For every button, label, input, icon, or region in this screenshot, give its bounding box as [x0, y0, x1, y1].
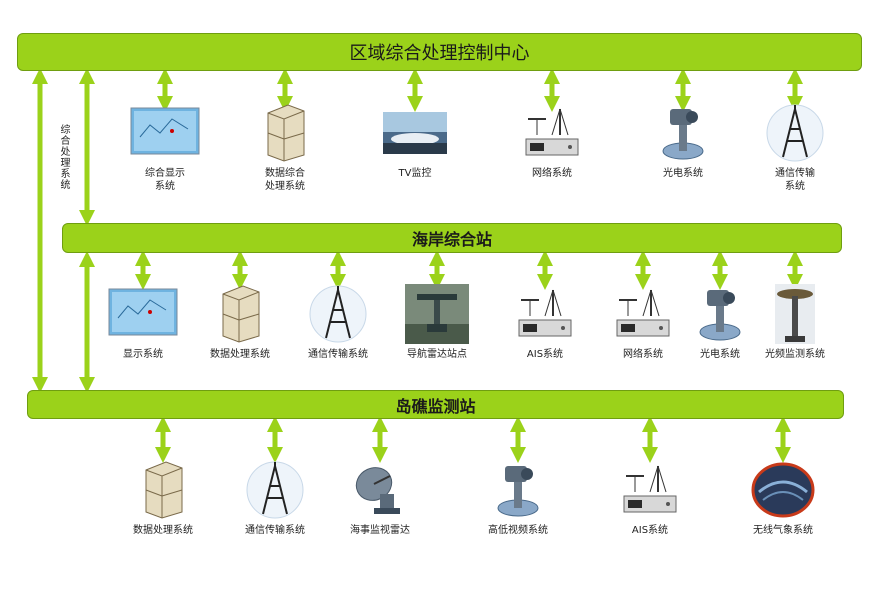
row1-node: 网络系统 — [492, 103, 612, 180]
row2-node: 显示系统 — [83, 284, 203, 361]
row2-label: 光电系统 — [700, 349, 740, 360]
row3-label: AIS系统 — [631, 525, 669, 536]
row2-node: 导航雷达站点 — [377, 284, 497, 361]
row1-node: 光电系统 — [623, 103, 743, 180]
row1-arrows — [156, 67, 804, 113]
island-station-title: 岛礁监测站 — [395, 396, 476, 416]
row1-label: 数据综合 处理系统 — [265, 168, 305, 192]
row1-label: 光电系统 — [663, 168, 703, 179]
row1-label: 综合显示 系统 — [145, 168, 185, 192]
optical-sensor-icon — [685, 284, 755, 344]
row3-node: 通信传输系统 — [215, 460, 335, 537]
row2-label: 导航雷达站点 — [407, 349, 467, 360]
row2-label: 光频监测系统 — [765, 349, 825, 360]
radio-equipment-icon — [608, 284, 678, 344]
side-label: 综合处理系统 — [58, 124, 69, 190]
row1-label: TV监控 — [398, 168, 432, 179]
row2-node: 光电系统 — [660, 284, 780, 361]
row2-node: 光频监测系统 — [735, 284, 855, 361]
tower-icon — [240, 460, 310, 520]
row3-label: 数据处理系统 — [133, 525, 193, 536]
island-station-bar: 岛礁监测站 — [27, 390, 844, 419]
row3-arrows — [154, 415, 792, 464]
row1-node: 综合显示 系统 — [105, 103, 225, 193]
row2-node: 通信传输系统 — [278, 284, 398, 361]
row3-label: 通信传输系统 — [245, 525, 305, 536]
camera-view-icon — [380, 103, 450, 163]
weather-globe-icon — [748, 460, 818, 520]
tower-icon — [303, 284, 373, 344]
row1-label: 网络系统 — [532, 168, 572, 179]
row2-label: 数据处理系统 — [210, 349, 270, 360]
row3-node: 无线气象系统 — [723, 460, 843, 537]
row2-label: 网络系统 — [623, 349, 663, 360]
radio-equipment-icon — [517, 103, 587, 163]
control-center-bar: 区域综合处理控制中心 — [17, 33, 862, 71]
row1-node: 通信传输 系统 — [735, 103, 855, 193]
row3-node: AIS系统 — [590, 460, 710, 537]
optical-sensor-icon — [483, 460, 553, 520]
row1-node: TV监控 — [355, 103, 475, 180]
map-display-icon — [108, 284, 178, 344]
row3-label: 海事监视雷达 — [350, 525, 410, 536]
control-center-title: 区域综合处理控制中心 — [349, 43, 530, 64]
optical-sensor-icon — [648, 103, 718, 163]
radio-equipment-icon — [510, 284, 580, 344]
row2-arrows — [134, 249, 804, 291]
server-icon — [250, 103, 320, 163]
row2-node: 网络系统 — [583, 284, 703, 361]
row2-node: AIS系统 — [485, 284, 605, 361]
tower-icon — [760, 103, 830, 163]
row3-label: 无线气象系统 — [753, 525, 813, 536]
row2-node: 数据处理系统 — [180, 284, 300, 361]
row3-node: 高低视频系统 — [458, 460, 578, 537]
row2-label: 通信传输系统 — [308, 349, 368, 360]
row2-label: AIS系统 — [526, 349, 564, 360]
row3-label: 高低视频系统 — [488, 525, 548, 536]
coastal-station-bar: 海岸综合站 — [62, 223, 842, 253]
dish-radar-icon — [345, 460, 415, 520]
row3-node: 海事监视雷达 — [320, 460, 440, 537]
row2-label: 显示系统 — [123, 349, 163, 360]
row1-node: 数据综合 处理系统 — [225, 103, 345, 193]
radio-equipment-icon — [615, 460, 685, 520]
radar-antenna-icon — [760, 284, 830, 344]
server-icon — [205, 284, 275, 344]
radar-icon — [402, 284, 472, 344]
row1-label: 通信传输 系统 — [775, 168, 815, 192]
coastal-station-title: 海岸综合站 — [411, 230, 492, 249]
row3-node: 数据处理系统 — [103, 460, 223, 537]
server-icon — [128, 460, 198, 520]
map-display-icon — [130, 103, 200, 163]
